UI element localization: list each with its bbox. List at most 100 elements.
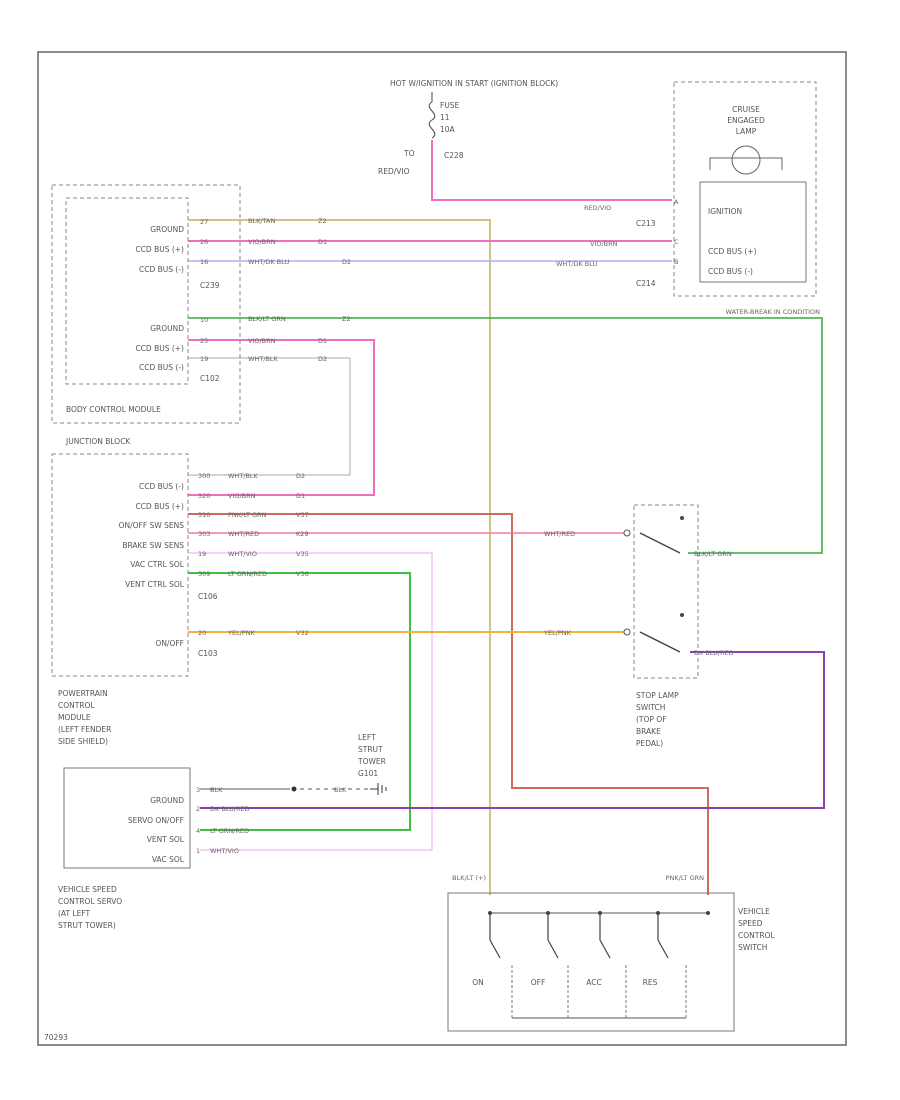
ground-label-3: TOWER: [357, 757, 386, 766]
servo-pinnum-1: 2: [196, 805, 200, 813]
wl-pcm-3: PNK/LT GRN: [228, 511, 267, 519]
switch-btn-on: ON: [472, 978, 484, 987]
switch-btn-acc: ACC: [586, 978, 601, 987]
servo-label-2: CONTROL SERVO: [58, 897, 122, 906]
stop-contact-2: [680, 613, 684, 617]
bcm-pinnum-b0: 10: [200, 316, 208, 324]
stop-terminal-2: [623, 628, 631, 636]
bcm-pin-a0: GROUND: [150, 225, 184, 234]
wl-bcm-4c: Z2: [342, 315, 351, 323]
wl-pcm-5: WHT/VIO: [228, 550, 257, 558]
fuse-label-2: 11: [440, 113, 450, 122]
wl-pcm-3c: V37: [296, 511, 309, 519]
cruise-wire-1: RED/VIO: [584, 204, 611, 212]
cruise-conn-bot: C214: [636, 279, 656, 288]
stop-lamp-outline: [633, 504, 699, 679]
pcm-pinnum-4: 19: [198, 550, 206, 558]
wl-pcm-2: VIO/BRN: [228, 492, 256, 500]
pcm-pin-4: VAC CTRL SOL: [130, 560, 185, 569]
stop-wire-bot-l: YEL/PNK: [543, 629, 572, 637]
bcm-pin-b0: GROUND: [150, 324, 184, 333]
servo-pinnum-0: 3: [196, 786, 200, 794]
wl-bcm-6: WHT/BLK: [248, 355, 279, 363]
switch-label-3: CONTROL: [738, 931, 775, 940]
pcm-conn-2: C103: [198, 649, 218, 658]
stop-wire-top-r: BLK/LT GRN: [694, 550, 732, 558]
cruise-lamp-outline: [673, 81, 817, 297]
stop-label-3: (TOP OF: [636, 715, 667, 724]
switch-node-4: [656, 911, 660, 915]
bcm-conn-b: C102: [200, 374, 220, 383]
pcm-pin-onoff: ON/OFF: [155, 639, 184, 648]
pcm-pinnum-1: 320: [198, 492, 210, 500]
speed-control-servo: GROUND SERVO ON/OFF VENT SOL VAC SOL 3 2…: [58, 733, 387, 930]
switch-btn-off: OFF: [531, 978, 546, 987]
powertrain-control-module: CCD BUS (-) CCD BUS (+) ON/OFF SW SENS B…: [51, 453, 218, 746]
cruise-pin-bus-neg: CCD BUS (-): [708, 267, 753, 276]
servo-pin-1: SERVO ON/OFF: [128, 816, 184, 825]
cruise-pin-c: C: [674, 238, 679, 246]
servo-wire-3: WHT/VIO: [210, 847, 239, 855]
pcm-label-1: POWERTRAIN: [58, 689, 108, 698]
wl-pcm-7c: V32: [296, 629, 309, 637]
servo-pinnum-3: 1: [196, 847, 200, 855]
wl-splice: WATER-BREAK IN CONDITION: [726, 308, 821, 316]
stop-label-2: SWITCH: [636, 703, 665, 712]
servo-box: [63, 767, 191, 869]
stop-wire-top-l: WHT/RED: [544, 530, 575, 538]
pcm-pin-onoff-num: 20: [198, 629, 206, 637]
ground-label-1: LEFT: [358, 733, 376, 742]
wire-wht-blk-loop: [188, 357, 351, 476]
bcm-pin-a1: CCD BUS (+): [135, 245, 184, 254]
fuse-label-3: 10A: [440, 125, 456, 134]
diagram-frame: [37, 51, 847, 1046]
body-control-module: GROUND CCD BUS (+) CCD BUS (-) 27 26 16 …: [51, 184, 241, 446]
pcm-pinnum-0: 300: [198, 472, 210, 480]
figure-number: 70293: [44, 1033, 68, 1042]
stop-label-4: BRAKE: [636, 727, 661, 736]
bcm-pin-b2: CCD BUS (-): [139, 363, 184, 372]
servo-wire-1: DK BLU/RED: [210, 805, 250, 813]
cruise-title-3: LAMP: [736, 127, 757, 136]
wire-dk-blu-red: [200, 651, 825, 809]
switch-wire-left: BLK/LT (+): [452, 874, 486, 882]
wl-bcm-4: BLK/LT GRN: [248, 315, 286, 323]
servo-pin-3: VAC SOL: [152, 855, 185, 864]
junction-block-label: JUNCTION BLOCK: [65, 437, 131, 446]
switch-node-3: [598, 911, 602, 915]
wl-bcm-5: VIO/BRN: [248, 337, 276, 345]
wire-vio-brn-loop: [188, 339, 375, 496]
stop-terminal-1: [623, 529, 631, 537]
switch-label-4: SWITCH: [738, 943, 767, 952]
switch-node-1: [488, 911, 492, 915]
cruise-pin-b: B: [674, 258, 678, 266]
pcm-pinnum-3: 303: [198, 530, 210, 538]
bcm-conn-a: C239: [200, 281, 220, 290]
pcm-conn-1: C106: [198, 592, 218, 601]
pcm-pin-5: VENT CTRL SOL: [125, 580, 185, 589]
wire-blk-lt-grn: [188, 317, 823, 554]
speed-control-switch: BLK/LT (+) PNK/LT GRN VEHICLE SPEED CONT…: [447, 874, 775, 1032]
lamp-bracket: [709, 157, 783, 170]
stop-wire-bot-r: DK BLU/RED: [694, 649, 734, 657]
wl-bcm-3c: D2: [342, 258, 351, 266]
wl-bcm-1c: Z2: [318, 217, 327, 225]
wl-pcm-6c: V36: [296, 570, 309, 578]
switch-node-5: [706, 911, 710, 915]
wl-pcm-1: WHT/BLK: [228, 472, 259, 480]
cruise-pin-a: A: [674, 198, 679, 206]
fuse-block: HOT W/IGNITION IN START (IGNITION BLOCK)…: [378, 79, 558, 176]
switch-box: [447, 892, 735, 1032]
wl-pcm-4c: K29: [296, 530, 309, 538]
bcm-label: BODY CONTROL MODULE: [66, 405, 161, 414]
ground-label-2: STRUT: [358, 745, 383, 754]
wl-bcm-1: BLK/TAN: [248, 217, 275, 225]
switch-label-2: SPEED: [738, 919, 763, 928]
servo-pinnum-2: 4: [196, 827, 200, 835]
servo-wire-0: BLK: [210, 786, 223, 794]
fuse-title: HOT W/IGNITION IN START (IGNITION BLOCK): [390, 79, 558, 88]
cruise-wire-3: WHT/DK BLU: [556, 260, 598, 268]
stop-switch-blade-2: [639, 631, 681, 653]
wl-bcm-2c: D1: [318, 238, 327, 246]
ground-wire-label: BLK: [334, 786, 347, 794]
